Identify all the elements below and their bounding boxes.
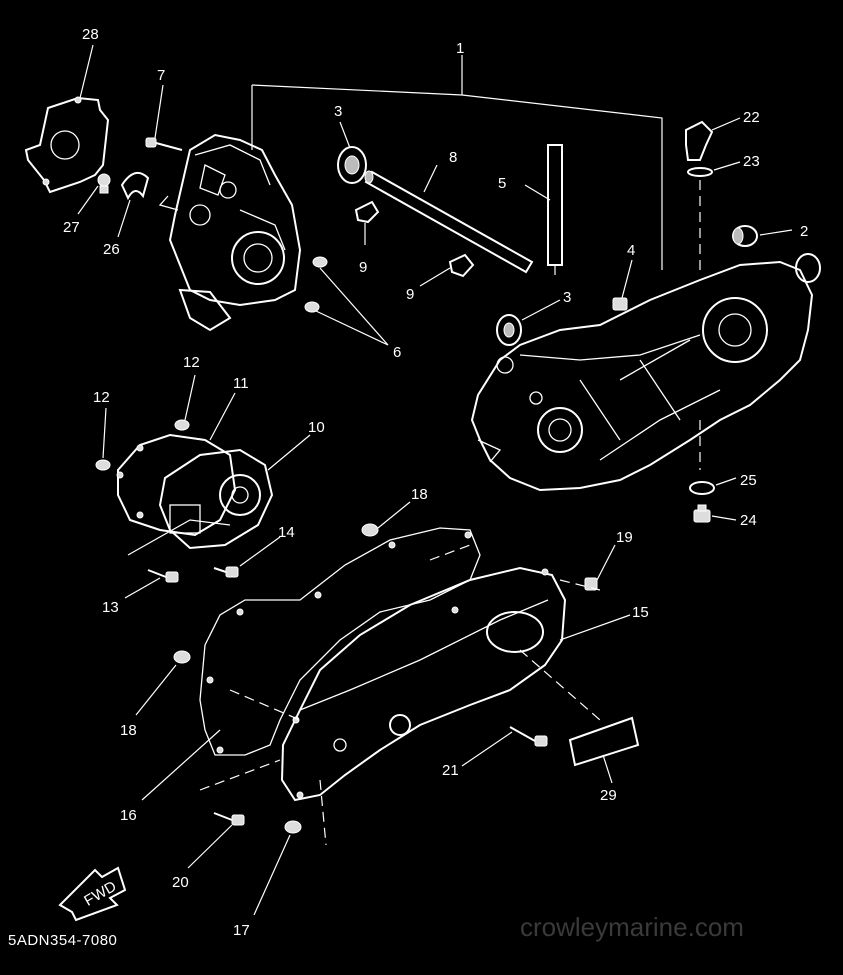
bearing-3-upper [337, 146, 367, 184]
callout-12-lower: 12 [93, 389, 110, 406]
watermark: crowleymarine.com [520, 912, 744, 942]
bolt-21 [509, 726, 548, 747]
callout-3-lower: 3 [563, 289, 571, 306]
dowel-12-lower [95, 459, 111, 471]
bearing-3-lower [496, 314, 522, 346]
drain-bolt-24 [693, 504, 711, 523]
o-ring-23 [687, 167, 713, 177]
crankcase-left-half [158, 133, 302, 332]
callout-25: 25 [740, 472, 757, 489]
shaft-8 [364, 170, 534, 274]
figure-code: 5ADN354-7080 [8, 932, 118, 949]
dowel-17 [284, 820, 302, 834]
oil-seal-9-upper [354, 200, 380, 224]
callout-3-upper: 3 [334, 103, 342, 120]
callout-24: 24 [740, 512, 757, 529]
callout-8: 8 [449, 149, 457, 166]
callout-14: 14 [278, 524, 295, 541]
callout-16: 16 [120, 807, 137, 824]
callout-4: 4 [627, 242, 635, 259]
callout-numbers: 1 2 3 3 4 5 6 7 8 9 9 10 11 12 12 13 14 … [63, 26, 808, 939]
callout-9-lower: 9 [406, 286, 414, 303]
screw-27 [97, 173, 111, 194]
guide-lines [199, 544, 601, 846]
pin-5 [547, 144, 563, 280]
callout-17: 17 [233, 922, 250, 939]
dowel-12-upper [174, 419, 190, 431]
callout-1: 1 [456, 40, 464, 57]
callout-11: 11 [233, 375, 249, 392]
callout-23: 23 [743, 153, 760, 170]
plug-2 [732, 225, 758, 247]
callout-10: 10 [308, 419, 325, 436]
crankcase-assembly-bracket [251, 55, 663, 270]
cover-gasket-16 [199, 527, 481, 756]
bolt-20 [213, 812, 245, 826]
bolt-19 [584, 577, 598, 591]
callout-28: 28 [82, 26, 99, 43]
crankcase-cover-15 [280, 566, 567, 802]
callout-9-upper: 9 [359, 259, 367, 276]
callout-18-upper: 18 [411, 486, 428, 503]
fwd-label: FWD [81, 878, 119, 910]
callout-27: 27 [63, 219, 80, 236]
callout-2: 2 [800, 223, 808, 240]
plate-28 [24, 96, 110, 194]
gasket-11 [116, 433, 237, 537]
callout-6: 6 [393, 344, 401, 361]
callout-12-upper: 12 [183, 354, 200, 371]
washer-25 [689, 481, 715, 495]
callout-26: 26 [103, 241, 120, 258]
callout-29: 29 [600, 787, 617, 804]
callout-19: 19 [616, 529, 633, 546]
fwd-arrow-icon: FWD [58, 866, 127, 922]
bolt-13 [147, 569, 179, 583]
callout-7: 7 [157, 67, 165, 84]
dowel-18-lower [173, 650, 191, 664]
callout-15: 15 [632, 604, 649, 621]
cover-10 [158, 448, 274, 550]
callout-20: 20 [172, 874, 189, 891]
callout-18-lower: 18 [120, 722, 137, 739]
crankcase-right-half [470, 253, 821, 492]
dowel-pins-6 [304, 256, 328, 313]
callout-5: 5 [498, 175, 506, 192]
callout-21: 21 [442, 762, 459, 779]
label-plate-29 [568, 716, 640, 767]
dowel-18-upper [361, 523, 379, 537]
leader-lines [77, 44, 793, 916]
bolt-7 [145, 137, 183, 151]
oil-seal-9-lower [448, 253, 475, 278]
plug-4 [612, 297, 628, 311]
callout-13: 13 [102, 599, 119, 616]
clamp-26 [120, 171, 150, 201]
bolt-14 [213, 566, 239, 578]
elbow-22 [685, 120, 714, 161]
callout-22: 22 [743, 109, 760, 126]
